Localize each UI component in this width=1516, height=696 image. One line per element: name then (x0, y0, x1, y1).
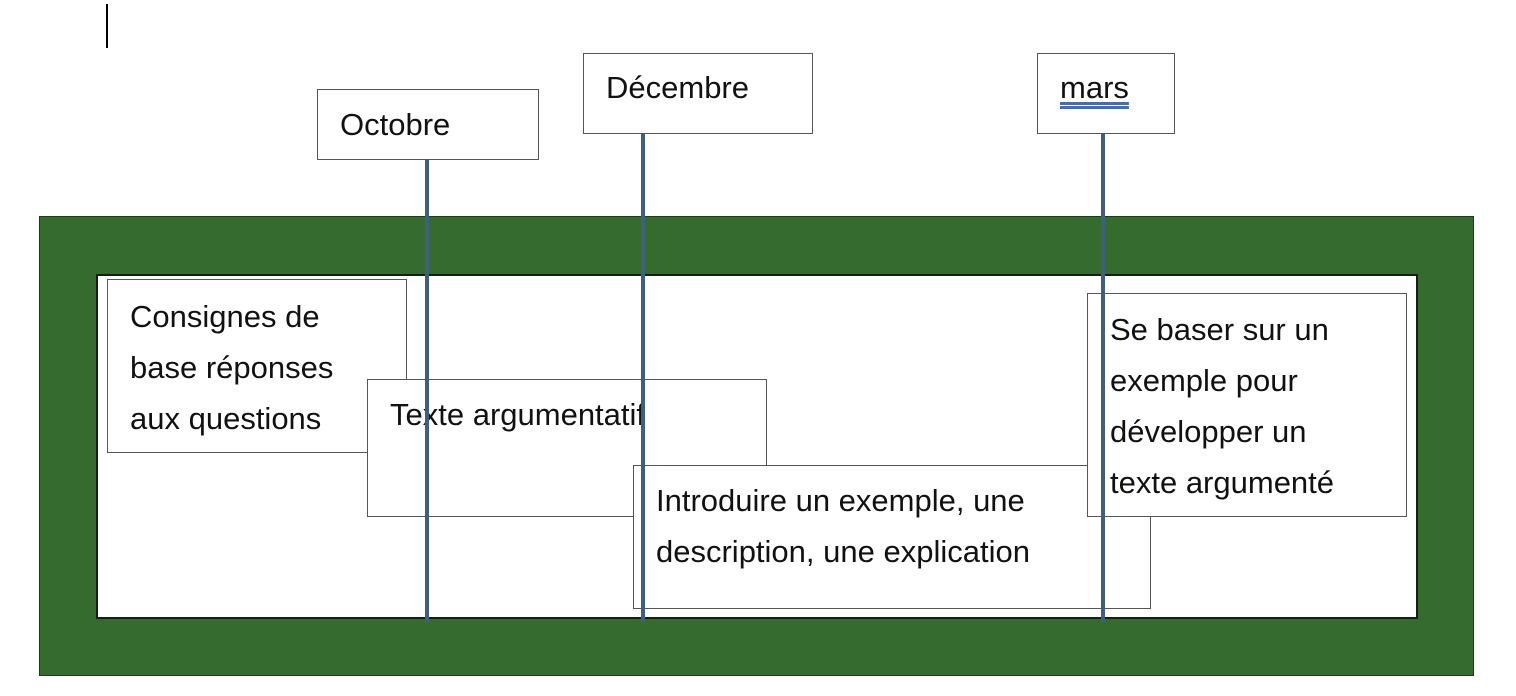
activity-line: Se baser sur un (1110, 312, 1329, 347)
activity-line: développer un (1110, 414, 1307, 449)
activity-line: description, une explication (656, 534, 1030, 569)
activity-build-on-example: Se baser sur un exemple pour développer … (1087, 293, 1407, 517)
activity-line: Introduire un exemple, une (656, 483, 1025, 518)
activity-line: Texte argumentatif (390, 397, 646, 432)
timeline-line-march (1101, 134, 1105, 622)
month-label-march: mars (1037, 53, 1175, 134)
activity-line: aux questions (130, 401, 322, 436)
activity-basic-instructions: Consignes de base réponses aux questions (107, 279, 407, 453)
activity-line: texte argumenté (1110, 465, 1335, 500)
month-text: mars (1060, 70, 1129, 105)
text-cursor (106, 4, 108, 48)
timeline-line-december (641, 134, 645, 622)
month-label-october: Octobre (317, 89, 539, 160)
month-text: Décembre (606, 70, 749, 105)
month-text: Octobre (340, 107, 451, 142)
timeline-line-october (425, 160, 429, 622)
activity-introduce-example: Introduire un exemple, une description, … (633, 465, 1151, 609)
month-label-december: Décembre (583, 53, 813, 134)
activity-line: Consignes de (130, 299, 320, 334)
activity-line: exemple pour (1110, 363, 1298, 398)
activity-line: base réponses (130, 350, 334, 385)
